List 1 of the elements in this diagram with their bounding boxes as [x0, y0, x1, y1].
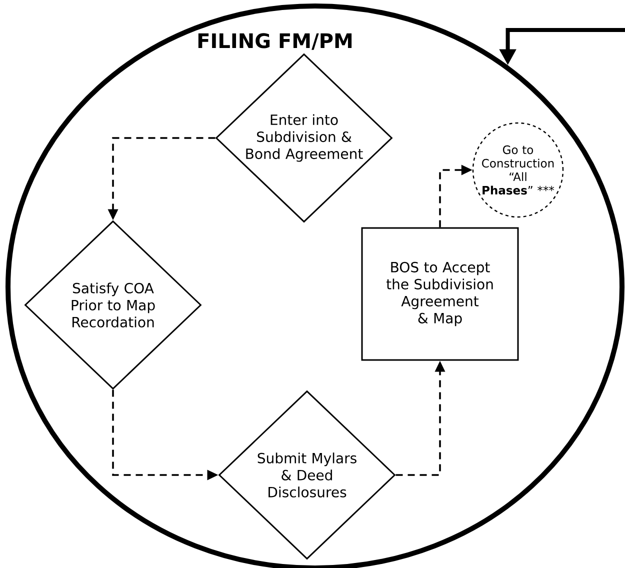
process-box: BOS to Accept the Subdivision Agreement & Map	[361, 227, 519, 361]
